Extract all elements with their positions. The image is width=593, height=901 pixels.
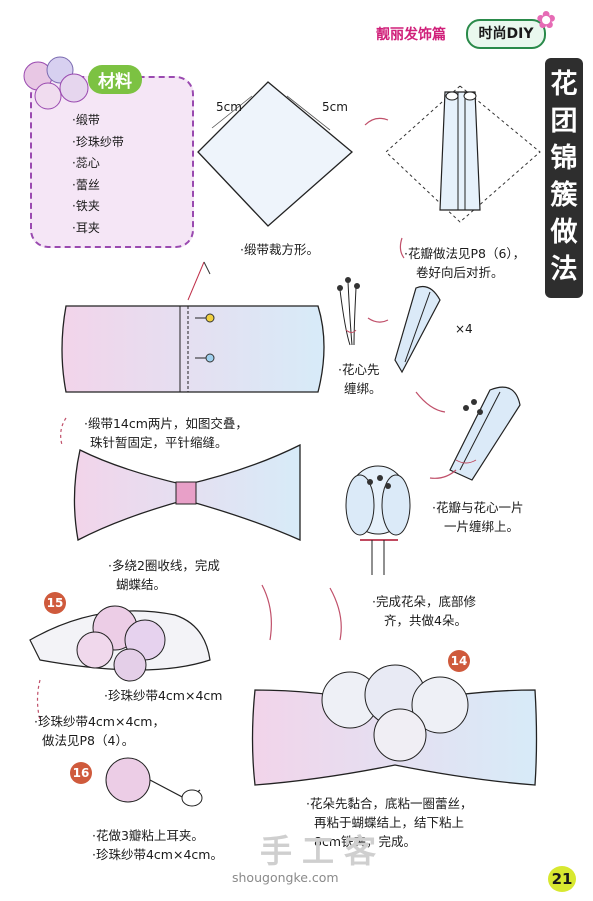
chiffon-flowers	[29, 605, 211, 682]
list-item: ·珍珠纱带	[72, 134, 124, 149]
materials-heading: 材料	[88, 65, 142, 94]
final-hairpiece	[251, 664, 538, 786]
dimension-left: 5cm	[216, 100, 242, 114]
title-char: 团	[550, 106, 578, 137]
list-item: ·耳夹	[72, 220, 100, 235]
flower-cluster-icon	[23, 56, 89, 110]
square-ribbon	[197, 81, 353, 227]
ribbon-strips	[61, 261, 325, 393]
list-item: ·铁夹	[72, 199, 100, 213]
finished-flower	[345, 465, 411, 575]
page-number: 21	[548, 866, 576, 892]
step-number-16: 16	[70, 762, 92, 784]
vertical-title: 花 团 锦 簇 做 法	[545, 58, 583, 298]
title-char: 锦	[550, 143, 578, 174]
title-char: 做	[550, 217, 578, 248]
step-number-15: 15	[44, 592, 66, 614]
flow-arrows	[36, 117, 457, 721]
bow	[73, 443, 301, 541]
petals-bound	[449, 386, 521, 481]
title-char: 簇	[550, 180, 578, 211]
caption-step11: ·花做3瓣粘上耳夹。 ·珍珠纱带4cm×4cm。	[92, 828, 223, 862]
earring	[105, 757, 203, 807]
list-item: ·缎带	[72, 113, 100, 127]
stamens-and-petal	[337, 277, 441, 374]
caption-step4: ·缎带14cm两片，如图交叠， 珠针暂固定，平针缩缝。	[84, 416, 248, 450]
caption-step9: ·珍珠纱带4cm×4cm， 做法见P8（4）。	[34, 714, 165, 748]
times-four: ×4	[455, 322, 473, 336]
title-char: 花	[550, 69, 578, 100]
dimension-right: 5cm	[322, 100, 348, 114]
list-item: ·蕾丝	[72, 177, 100, 192]
caption-step10: ·花朵先黏合，底粘一圈蕾丝， 再粘于蝴蝶结上，结下粘上 8cm铁夹，完成。	[306, 796, 473, 849]
caption-step2: ·花瓣做法见P8（6）， 卷好向后对折。	[404, 246, 526, 280]
flower-icon: ✿	[536, 6, 557, 34]
watermark-logo: 手工客	[260, 832, 387, 870]
watermark-url: shougongke.com	[232, 870, 339, 885]
materials-list: ·缎带 ·珍珠纱带 ·蕊心 ·蕾丝 ·铁夹 ·耳夹	[72, 110, 124, 239]
list-item: ·蕊心	[72, 156, 100, 170]
caption-step3: ·花心先 缠绑。	[338, 362, 382, 396]
title-char: 法	[550, 254, 578, 285]
caption-step6: ·多绕2圈收线，完成 蝴蝶结。	[108, 558, 220, 592]
caption-step8: ·珍珠纱带4cm×4cm	[104, 688, 223, 703]
caption-step7: ·完成花朵，底部修 齐，共做4朵。	[372, 594, 476, 628]
section-title: 靓丽发饰篇	[376, 27, 446, 43]
caption-step1: ·缎带裁方形。	[240, 242, 319, 257]
petal-fold	[385, 85, 541, 223]
diy-badge: 时尚DIY	[466, 19, 546, 49]
step-number-14: 14	[448, 650, 470, 672]
caption-step5: ·花瓣与花心一片 一片缠绑上。	[432, 500, 524, 534]
